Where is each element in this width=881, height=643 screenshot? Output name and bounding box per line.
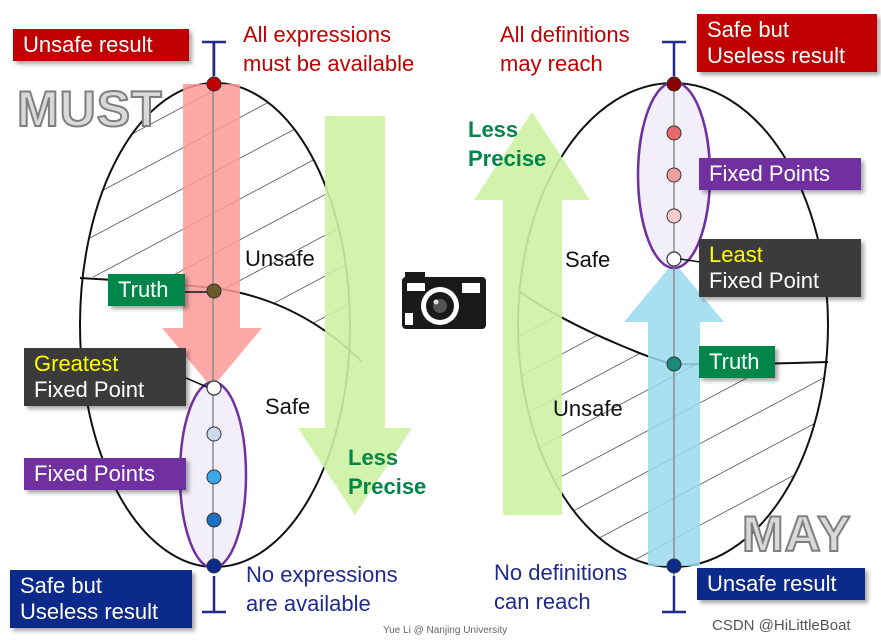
may-top-text-line1: All definitions bbox=[500, 22, 630, 47]
must-fp-node bbox=[206, 469, 222, 485]
may-unsafe-label: Unsafe bbox=[553, 396, 623, 421]
must-less-precise-arrow bbox=[298, 116, 412, 515]
must-greatest-line2: Fixed Point bbox=[34, 377, 145, 402]
must-bottom-node bbox=[206, 558, 222, 574]
must-greatest-line1: Greatest bbox=[34, 351, 119, 376]
may-label: MAY bbox=[741, 505, 852, 563]
must-safe-useless-box: Safe but Useless result bbox=[10, 570, 192, 628]
watermark: CSDN @HiLittleBoat bbox=[712, 617, 851, 634]
may-less-precise-arrow bbox=[474, 112, 590, 515]
must-unsafe-result-text: Unsafe result bbox=[23, 32, 153, 57]
must-unsafe-result-box: Unsafe result bbox=[13, 29, 189, 61]
must-safe-label: Safe bbox=[265, 394, 311, 419]
may-top-box-line1: Safe but bbox=[707, 17, 789, 42]
may-safe-label: Safe bbox=[565, 247, 611, 272]
must-fp-node bbox=[206, 426, 222, 442]
may-less-line2: Precise bbox=[468, 146, 547, 171]
must-less-line2: Precise bbox=[348, 474, 427, 499]
may-bottom-text: No definitions can reach bbox=[494, 558, 627, 616]
may-truth-node bbox=[666, 356, 682, 372]
may-fp-node bbox=[666, 208, 682, 224]
may-least-fixed-point-box: Least Fixed Point bbox=[699, 239, 861, 297]
may-bottom-node bbox=[666, 558, 682, 574]
may-truth-box: Truth bbox=[699, 346, 775, 378]
may-least-line1: Least bbox=[709, 242, 763, 267]
camera-icon bbox=[402, 272, 486, 329]
may-fp-node bbox=[666, 125, 682, 141]
must-unsafe-label: Unsafe bbox=[245, 246, 315, 271]
may-unsafe-result-box: Unsafe result bbox=[697, 568, 865, 600]
must-fp-node bbox=[206, 512, 222, 528]
must-bottom-text-line2: are available bbox=[246, 591, 371, 616]
must-less-precise-label: Less Precise bbox=[348, 443, 426, 501]
must-top-text-line2: must be available bbox=[243, 51, 415, 76]
may-fixed-points-box: Fixed Points bbox=[699, 158, 861, 190]
may-least-node bbox=[666, 251, 682, 267]
must-bottom-text-line1: No expressions bbox=[246, 562, 398, 587]
must-top-text-line1: All expressions bbox=[243, 22, 391, 47]
must-bottom-box-line2: Useless result bbox=[20, 599, 159, 624]
must-top-node bbox=[206, 76, 222, 92]
must-bottom-text: No expressions are available bbox=[246, 560, 398, 618]
may-bottom-text-line1: No definitions bbox=[494, 560, 628, 585]
may-least-line2: Fixed Point bbox=[709, 268, 820, 293]
must-truth-box: Truth bbox=[108, 274, 185, 306]
must-label: MUST bbox=[16, 80, 163, 138]
may-fp-node bbox=[666, 167, 682, 183]
may-bottom-text-line2: can reach bbox=[494, 589, 591, 614]
must-bottom-box-line1: Safe but bbox=[20, 573, 102, 598]
must-top-text: All expressions must be available bbox=[243, 20, 414, 78]
must-greatest-node bbox=[206, 380, 222, 396]
may-bottom-symbol bbox=[662, 576, 686, 614]
must-fixed-points-box: Fixed Points bbox=[24, 458, 186, 490]
may-top-text: All definitions may reach bbox=[500, 20, 630, 78]
must-truth-node bbox=[206, 283, 222, 299]
must-top-symbol bbox=[202, 40, 226, 76]
must-greatest-fixed-point-box: Greatest Fixed Point bbox=[24, 348, 186, 406]
may-top-text-line2: may reach bbox=[500, 51, 603, 76]
may-top-node bbox=[666, 76, 682, 92]
may-top-box-line2: Useless result bbox=[707, 43, 846, 68]
must-bottom-symbol bbox=[202, 576, 226, 614]
may-safe-useless-box: Safe but Useless result bbox=[697, 14, 877, 72]
may-top-symbol bbox=[662, 40, 686, 76]
must-red-arrow bbox=[162, 84, 262, 388]
may-less-line1: Less bbox=[468, 117, 519, 142]
may-less-precise-label: Less Precise bbox=[468, 115, 546, 173]
footer-credit: Yue Li @ Nanjing University bbox=[383, 625, 508, 636]
must-less-line1: Less bbox=[348, 445, 399, 470]
